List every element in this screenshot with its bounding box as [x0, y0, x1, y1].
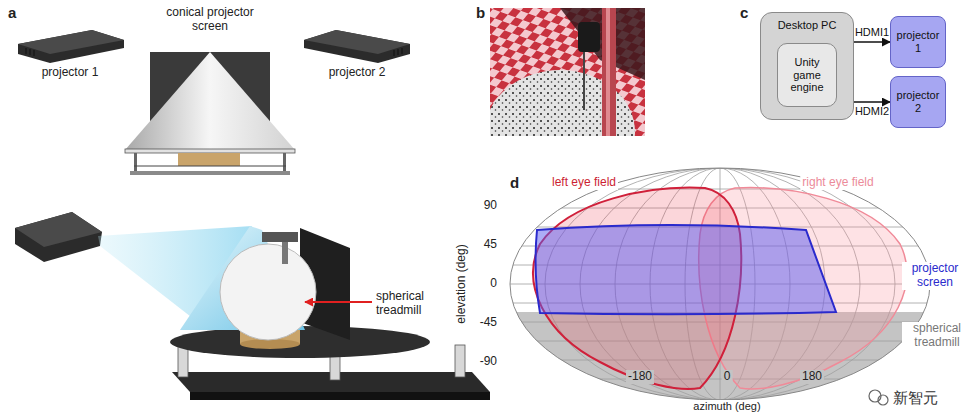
computer-box: Desktop PC Unity game engine — [760, 12, 854, 120]
watermark: 新智元 — [893, 389, 938, 406]
box-text: projector 2 — [895, 89, 941, 114]
tick-label: 0 — [722, 370, 733, 384]
bubble — [878, 395, 888, 405]
photo — [490, 8, 645, 136]
projector-screen-region — [536, 225, 836, 314]
projector-vent — [394, 50, 395, 56]
projector-body — [18, 30, 124, 63]
region-label: right eye field — [800, 176, 875, 190]
watermark-icon — [869, 390, 888, 405]
projector-top — [15, 212, 102, 247]
tick-label: -90 — [480, 355, 497, 369]
signal-label: HDMI2 — [855, 105, 889, 118]
region-label: projector screen — [902, 262, 968, 290]
map-ground — [500, 166, 940, 406]
projector-vent — [30, 49, 31, 55]
camera-holder — [262, 232, 298, 242]
panel-letter: c — [740, 4, 748, 21]
grid — [500, 166, 940, 402]
map-outline — [510, 168, 930, 400]
frame — [134, 166, 286, 167]
breadboard-edge — [190, 392, 490, 400]
tick-label: 90 — [484, 199, 497, 213]
part-label: conical projector screen — [154, 6, 266, 34]
tick-label: -180 — [626, 370, 654, 384]
box-text: Unity game engine — [783, 56, 831, 94]
device-box: projector 2 — [890, 76, 946, 128]
camera-holder — [282, 242, 288, 264]
projector-vent — [26, 48, 27, 54]
device-box: projector 1 — [890, 16, 946, 68]
conical-screen — [125, 52, 295, 175]
tick-label: 0 — [490, 277, 497, 291]
box-text: Desktop PC — [768, 19, 846, 32]
rig-illustration — [15, 212, 490, 400]
projector-vent — [402, 48, 403, 54]
region-label: left eye field — [550, 176, 618, 190]
post — [455, 345, 465, 377]
post — [134, 153, 137, 174]
panel-letter: d — [510, 174, 519, 191]
projector-icon — [18, 30, 124, 63]
ball-cup — [240, 339, 300, 349]
box-text: projector 1 — [895, 29, 941, 54]
axis-title: azimuth (deg) — [691, 400, 762, 413]
signal-label: HDMI1 — [855, 26, 889, 39]
part-label: projector 1 — [42, 66, 99, 80]
cone — [125, 52, 295, 150]
projector-body — [304, 30, 410, 63]
signal-arrow — [854, 101, 890, 103]
projector-vent — [34, 50, 35, 56]
frame — [130, 171, 290, 175]
pointer-arrow — [305, 301, 372, 303]
tether — [583, 52, 585, 110]
projection-map — [500, 166, 940, 412]
part-label: spherical treadmill — [376, 290, 448, 318]
tick-label: 180 — [800, 370, 824, 384]
projector-body — [15, 212, 102, 262]
axis-title: elevation (deg) — [455, 244, 469, 323]
parallel — [500, 379, 940, 380]
rod-highlight — [606, 8, 610, 136]
signal-arrow — [854, 41, 890, 43]
projector-icon — [304, 30, 410, 63]
tick-label: -45 — [480, 316, 497, 330]
rod — [602, 8, 616, 136]
tick-label: 45 — [484, 238, 497, 252]
post — [283, 153, 286, 174]
panel-letter: b — [476, 4, 485, 21]
ball-cup — [178, 153, 240, 166]
part-label: projector 2 — [329, 66, 386, 80]
plate — [125, 149, 295, 153]
holder — [578, 22, 600, 52]
region-label: spherical treadmill — [902, 322, 972, 350]
projector-vent — [398, 49, 399, 55]
software-box: Unity game engine — [777, 43, 837, 107]
sphere — [220, 244, 316, 340]
panel-letter: a — [8, 4, 16, 21]
